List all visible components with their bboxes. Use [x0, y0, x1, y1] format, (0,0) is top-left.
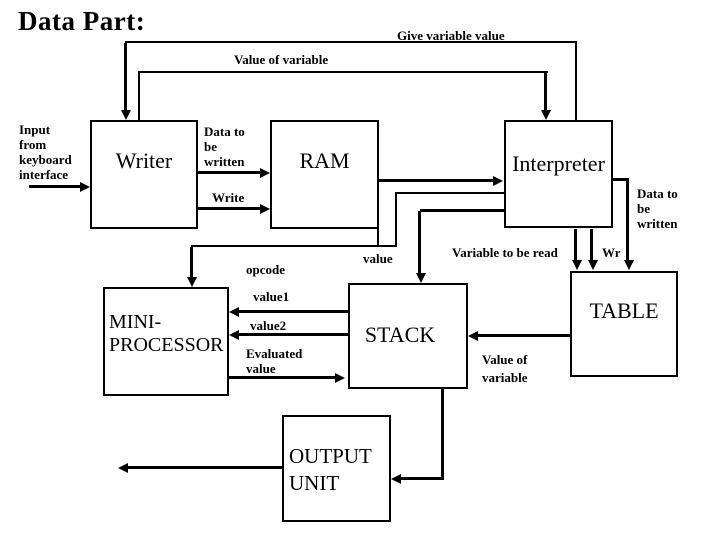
label-value-of-variable-top: Value of variable [234, 52, 329, 67]
line-value-h [420, 209, 505, 212]
label-opcode: opcode [246, 262, 285, 277]
line-opcode-v-from-ram [377, 228, 379, 247]
page-title: Data Part: [18, 6, 146, 36]
arrowhead-evaluated-into-stack [335, 373, 345, 383]
arrowhead-data-into-table [624, 260, 634, 270]
line-opcode-h-bottom [191, 245, 397, 247]
label-value2: value2 [250, 318, 287, 333]
label-write: Write [212, 190, 245, 205]
line-give-variable-value-v-left [124, 43, 127, 112]
label-evaluated-value: Evaluated value [246, 346, 303, 376]
label-value1: value1 [253, 289, 290, 304]
arrowhead-into-stack-right [468, 331, 478, 341]
line-write-writer-ram [198, 207, 262, 210]
line-stack-output-h [400, 477, 444, 480]
line-opcode-h-top [397, 192, 505, 194]
line-value-of-variable-v-left [138, 72, 140, 120]
box-output-unit: OUTPUT UNIT [282, 415, 391, 522]
line-stack-output-v [441, 389, 444, 478]
label-value-of-variable-bottom: Value of variable [482, 352, 528, 385]
line-wr [590, 229, 593, 261]
label-variable-to-be-read: Variable to be read [452, 245, 558, 260]
box-ram: RAM [270, 120, 379, 229]
arrowhead-data-into-ram [260, 168, 270, 178]
box-mini-processor: MINI- PROCESSOR [103, 287, 229, 396]
arrowhead-value-into-stack [416, 273, 426, 283]
line-value-v [418, 211, 421, 274]
line-value1 [238, 310, 348, 313]
arrowhead-into-output-unit [391, 474, 401, 484]
line-opcode-v-left [190, 247, 193, 278]
arrowhead-write-into-ram [260, 204, 270, 214]
box-interpreter: Interpreter [504, 120, 613, 228]
arrowhead-into-interpreter-left [493, 176, 503, 186]
label-give-variable-value: Give variable value [397, 28, 505, 43]
line-evaluated-value [229, 376, 336, 379]
arrowhead-value2-into-mp [229, 330, 239, 340]
line-give-variable-value-h [125, 41, 577, 43]
line-give-variable-value-v-right [575, 41, 577, 120]
line-value-of-variable-v-right [544, 73, 547, 111]
line-data-written-right-v [626, 178, 629, 261]
line-ram-interpreter [378, 179, 495, 182]
line-value2 [238, 333, 348, 336]
arrowhead-into-interpreter-top [541, 110, 551, 120]
label-value: value [363, 251, 393, 266]
arrowhead-value1-into-mp [229, 307, 239, 317]
arrowhead-output-out [118, 463, 128, 473]
line-data-written-writer-ram [198, 171, 262, 174]
line-data-written-right-h [612, 178, 629, 181]
arrowhead-variable-into-table [572, 260, 582, 270]
box-table: TABLE [570, 271, 678, 377]
arrowhead-into-mini-processor [187, 277, 197, 287]
label-input-from-keyboard: Input from keyboard interface [19, 122, 72, 182]
line-variable-to-be-read [574, 229, 577, 261]
line-output-out [127, 466, 283, 469]
arrowhead-into-writer-left [80, 182, 90, 192]
box-writer: Writer [90, 120, 198, 229]
arrowhead-into-writer-top [121, 110, 131, 120]
line-keyboard-input [29, 185, 81, 188]
line-opcode-v-mid [395, 192, 397, 246]
label-data-to-be-written-right: Data to be written [637, 186, 678, 231]
line-value-of-variable-h [138, 71, 548, 73]
label-data-to-be-written-left: Data to be written [204, 124, 245, 169]
arrowhead-wr-into-table [588, 260, 598, 270]
box-stack: STACK [348, 283, 468, 389]
label-wr: Wr [602, 245, 621, 260]
line-table-stack [477, 334, 570, 337]
